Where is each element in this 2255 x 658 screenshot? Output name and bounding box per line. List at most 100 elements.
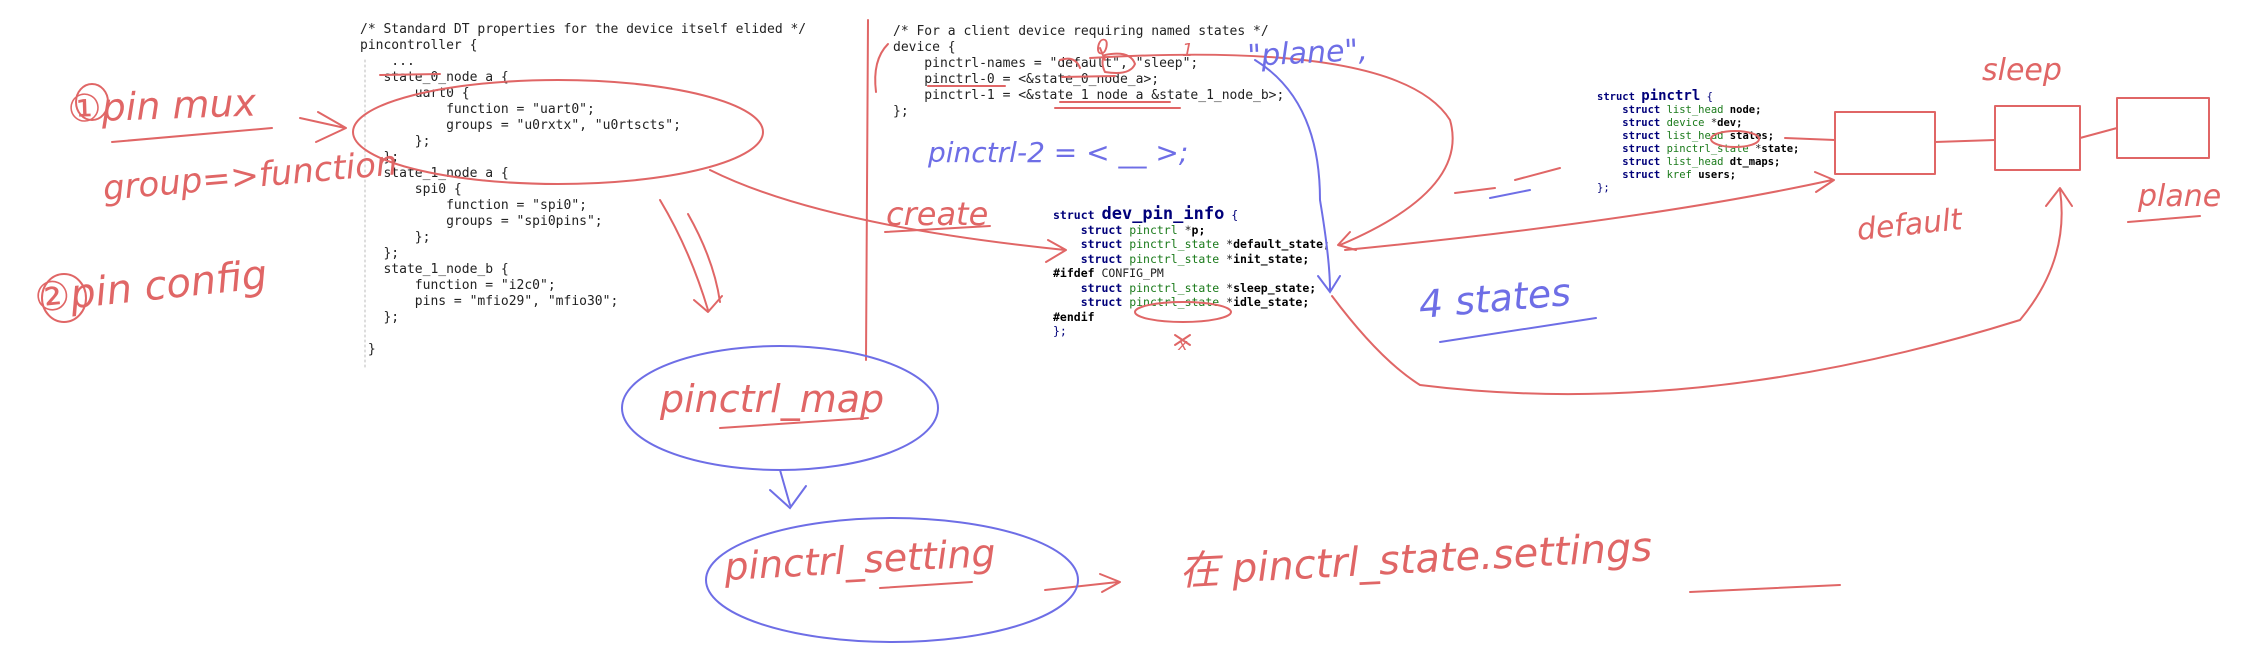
dt-code-line: /* Standard DT properties for the device… <box>360 22 807 37</box>
field-struct-keyword: struct <box>1080 251 1123 266</box>
dt-code-line: function = "i2c0"; <box>360 278 556 293</box>
field-ptr: * <box>1184 222 1192 237</box>
vertical-divider-line <box>865 19 869 361</box>
field-dev: dev; <box>1717 117 1743 129</box>
field-struct-keyword: struct <box>1622 117 1661 129</box>
list-link-1 <box>1784 137 1836 141</box>
circle-one <box>75 83 109 121</box>
default-underline <box>1061 75 1116 78</box>
client-code-line: pinctrl-0 = <&state_0_node_a>; <box>893 72 1160 87</box>
states-oval <box>1710 130 1760 148</box>
create-label: create <box>886 195 988 233</box>
names-loop-arrow <box>1089 53 1454 251</box>
settings-underline <box>1689 584 1841 593</box>
dt-code-line: function = "spi0"; <box>360 198 587 213</box>
endif-directive: #endif <box>1053 309 1095 324</box>
plane-underline <box>2127 215 2201 223</box>
sleep-oval <box>1101 52 1136 74</box>
struct-name: pinctrl <box>1641 88 1701 104</box>
struct-name: dev_pin_info <box>1101 204 1225 224</box>
field-struct-keyword: struct <box>1080 295 1123 309</box>
field-type: list_head <box>1666 130 1724 142</box>
dt-code-line: function = "uart0"; <box>360 102 595 117</box>
device-tree-code-block: /* Standard DT properties for the device… <box>360 22 806 358</box>
x-mark-small <box>1174 334 1191 346</box>
brace-open: { <box>1706 91 1713 103</box>
dt-code-line: pins = "mfio29", "mfio30"; <box>360 294 619 309</box>
sleep-top-arrow <box>1099 47 1106 61</box>
pinctrl-map-underline <box>719 417 869 429</box>
field-struct-keyword: struct <box>1080 222 1123 237</box>
dt-code-line: groups = "u0rxtx", "u0rtscts"; <box>360 118 681 133</box>
field-struct-keyword: struct <box>1622 104 1661 116</box>
field-type: pinctrl_state <box>1129 237 1220 251</box>
pin-mux-underline <box>111 127 273 143</box>
sleep-state-oval <box>1134 301 1232 323</box>
dev-pin-info-struct: struct dev_pin_info { struct pinctrl *p;… <box>1053 204 1330 339</box>
map-to-setting-arrow <box>769 469 807 510</box>
circle-two <box>41 273 87 323</box>
field-ptr: * <box>1226 237 1234 251</box>
pin-mux-label: ①pin mux <box>67 80 257 131</box>
ellipsis-underline <box>379 73 441 76</box>
struct-keyword: struct <box>1597 91 1635 103</box>
ifdef-macro: CONFIG_PM <box>1101 266 1164 280</box>
list-box-sleep <box>1994 105 2081 171</box>
sleep-state-arc <box>1331 187 2073 396</box>
field-type: list_head <box>1666 156 1724 168</box>
field-struct-keyword: struct <box>1080 280 1123 295</box>
default-scribble <box>1059 57 1081 69</box>
field-struct-keyword: struct <box>1622 143 1661 155</box>
field-struct-keyword: struct <box>1622 130 1661 142</box>
plane-quote-label: "plane", <box>1247 33 1369 74</box>
four-states-underline <box>1439 317 1597 343</box>
client-bracket <box>874 43 889 93</box>
field-states: states; <box>1729 130 1775 142</box>
field-struct-keyword: struct <box>1080 237 1123 251</box>
pinctrl-setting-label: pinctrl_setting <box>722 531 996 589</box>
dt-code-line: }; <box>360 134 431 149</box>
client-code-line: /* For a client device requiring named s… <box>893 24 1269 39</box>
client-code-line: pinctrl-names = "default", "sleep"; <box>893 56 1199 71</box>
field-ptr: * <box>1755 143 1762 155</box>
field-state: state; <box>1761 143 1800 155</box>
field-init-state: init_state; <box>1233 251 1310 266</box>
dt-code-line: uart0 { <box>360 86 470 101</box>
create-arrow <box>709 169 1067 263</box>
field-struct-keyword: struct <box>1622 156 1661 168</box>
field-type: pinctrl_state <box>1129 251 1220 266</box>
down-arrow-1 <box>659 199 723 313</box>
field-ptr: * <box>1226 280 1234 295</box>
pin-mux-arrow <box>299 111 347 143</box>
brace-close: }; <box>1597 182 1610 194</box>
field-ptr: * <box>1226 251 1234 266</box>
dt-code-line: }; <box>360 230 431 245</box>
field-ptr: * <box>1226 295 1234 309</box>
dt-code-line: ... <box>360 54 415 69</box>
client-code-line: pinctrl-1 = <&state_1_node_a &state_1_no… <box>893 88 1285 103</box>
list-box-plane <box>2116 97 2210 159</box>
pinctrl-setting-ellipse <box>705 517 1079 643</box>
field-node: node; <box>1729 104 1762 116</box>
field-dt-maps: dt_maps; <box>1729 156 1781 168</box>
client-code-line: device { <box>893 40 956 55</box>
four-states-label: 4 states <box>1417 270 1573 327</box>
blue-sleep-link <box>1254 59 1341 294</box>
default-label: default <box>1855 202 1965 248</box>
x-mark-label: x <box>1177 335 1188 354</box>
list-link-3 <box>2079 127 2118 139</box>
list-link-2 <box>1934 139 1996 143</box>
dt-code-line: }; <box>360 246 400 261</box>
blue-dashes <box>1489 189 1531 199</box>
field-type: list_head <box>1666 104 1724 116</box>
dt-code-line: state_1_node_b { <box>360 262 509 277</box>
field-users: users; <box>1698 169 1737 181</box>
pin-config-label: ②pin config <box>32 252 269 322</box>
plane-label: plane <box>2137 179 2221 214</box>
field-p: p; <box>1191 222 1206 237</box>
field-sleep-state: sleep_state; <box>1233 280 1317 295</box>
client-code-line: }; <box>893 104 909 119</box>
struct-keyword: struct <box>1053 208 1095 222</box>
